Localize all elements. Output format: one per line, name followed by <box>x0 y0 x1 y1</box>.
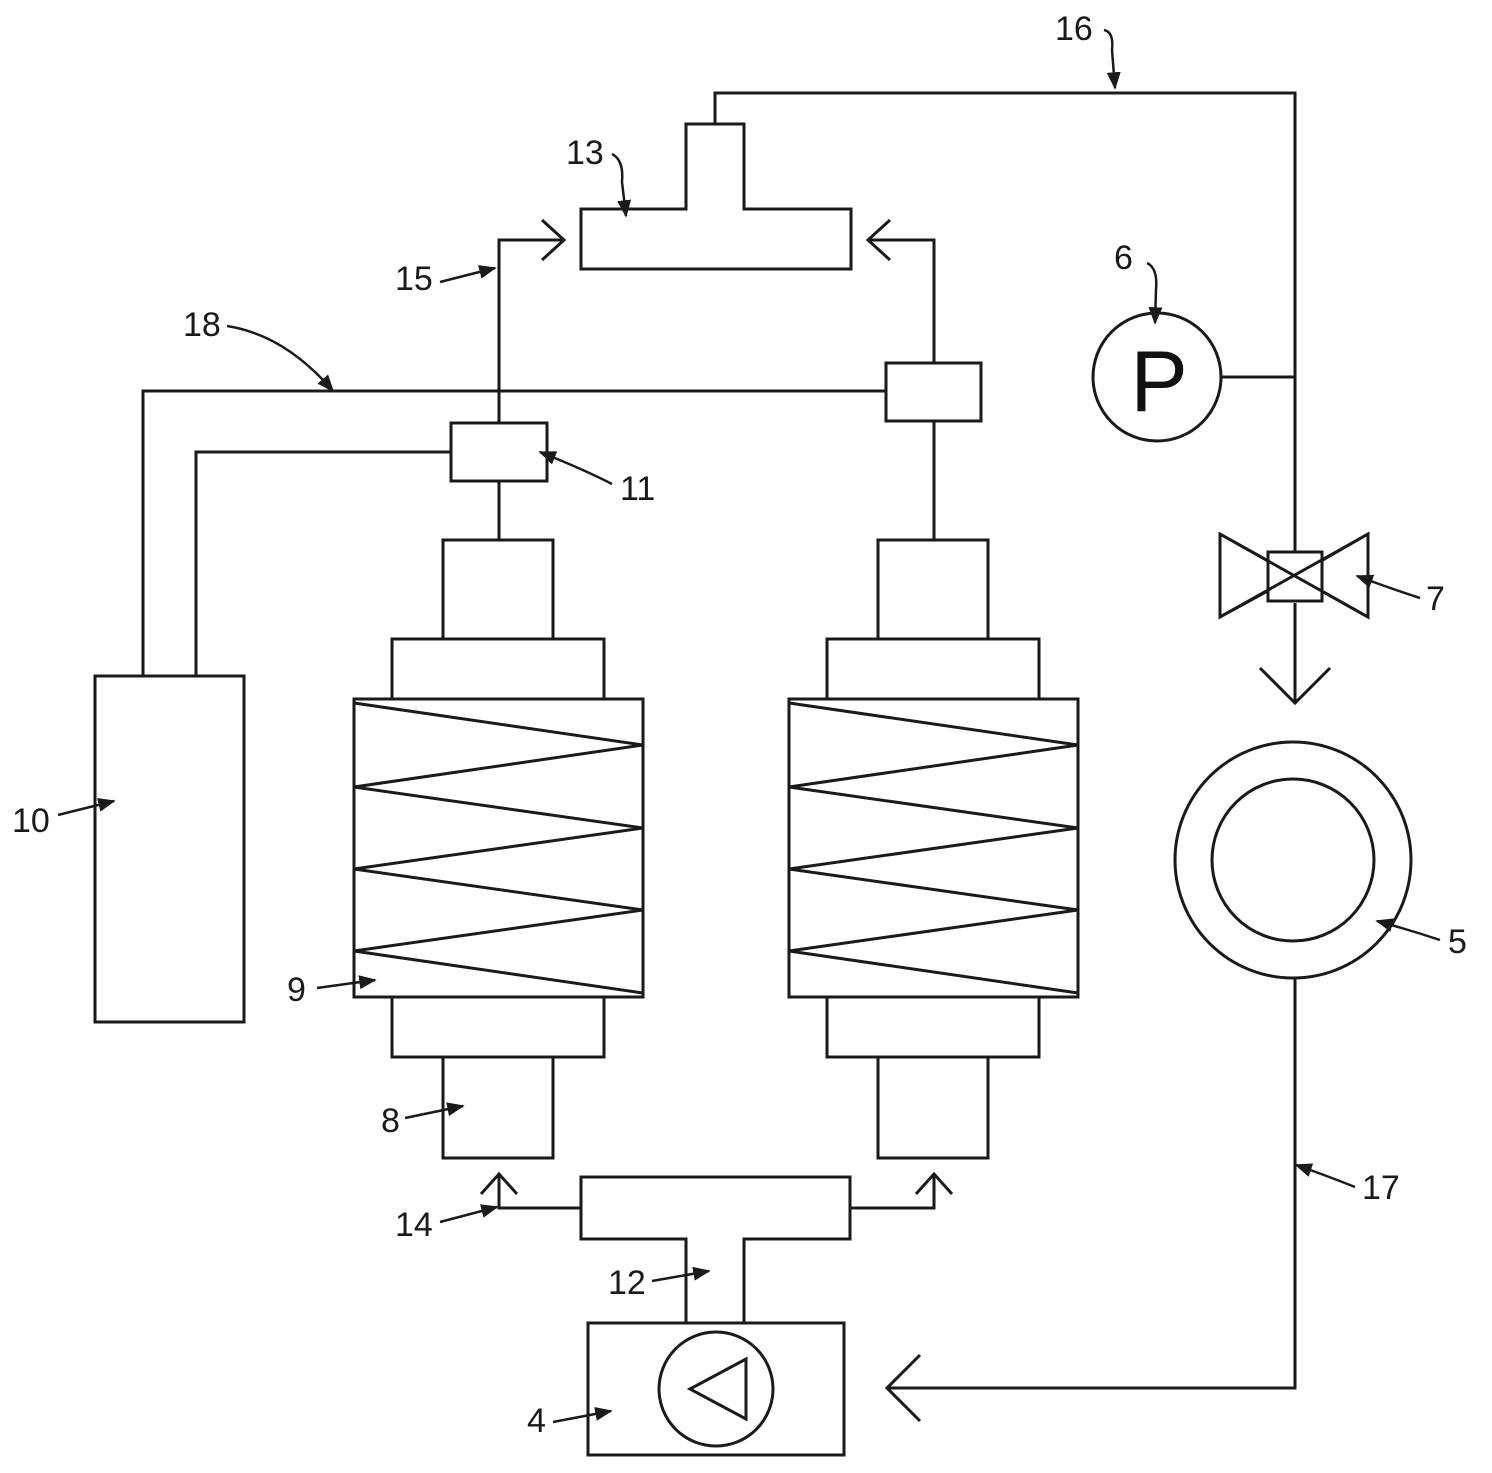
label-13: 13 <box>566 134 604 172</box>
arrow-right-head <box>540 218 567 262</box>
reactor-left-top-flange <box>390 637 606 701</box>
reactor-right-top-flange <box>825 637 1041 701</box>
pressure-gauge-6: P <box>1091 311 1223 443</box>
reactor-left-bottom-flange <box>390 995 606 1059</box>
pipe-to-valve <box>1258 377 1332 706</box>
sensor-right <box>884 361 983 423</box>
label-6: 6 <box>1114 239 1133 277</box>
leader-9 <box>316 975 377 990</box>
label-8: 8 <box>381 1102 400 1140</box>
label-9: 9 <box>287 971 306 1009</box>
leader-11 <box>538 450 613 486</box>
leader-16 <box>1103 28 1121 90</box>
reactor-left-coil <box>353 701 644 995</box>
valve-7 <box>1218 531 1370 620</box>
pump-circle <box>657 1330 775 1448</box>
leader-5 <box>1375 918 1441 942</box>
pump-triangle-icon <box>686 1356 748 1422</box>
leader-4 <box>552 1407 613 1424</box>
leader-12 <box>651 1266 711 1283</box>
label-18: 18 <box>183 306 221 344</box>
label-17: 17 <box>1362 1169 1400 1207</box>
leader-14 <box>439 1204 499 1224</box>
leader-lines <box>57 28 1441 1424</box>
leader-17 <box>1294 1163 1356 1189</box>
ring-5 <box>1173 740 1413 980</box>
label-12: 12 <box>608 1264 646 1302</box>
label-15: 15 <box>395 260 433 298</box>
label-16: 16 <box>1055 10 1093 48</box>
label-5: 5 <box>1448 923 1467 961</box>
sensor-11 <box>449 421 549 483</box>
reactor-left <box>352 538 645 1160</box>
leader-18 <box>226 324 335 393</box>
reactor-right <box>787 538 1080 1160</box>
reactor-left-bottom-cap-8 <box>441 1055 555 1160</box>
pipe-right-outlet <box>865 218 936 540</box>
label-7: 7 <box>1426 580 1445 618</box>
leader-13 <box>611 152 632 218</box>
arrow-down-head <box>1258 666 1332 706</box>
pump-4 <box>586 1321 846 1457</box>
arrow-up-head <box>479 1171 519 1196</box>
label-10: 10 <box>12 802 50 840</box>
leader-6 <box>1146 261 1163 325</box>
label-4: 4 <box>527 1402 546 1440</box>
arrow-left-head-2 <box>865 218 892 262</box>
pipe-14-left-inlet <box>479 1171 581 1210</box>
pipe-15-left-outlet <box>497 218 567 540</box>
arrow-up-head-2 <box>914 1171 954 1196</box>
reactor-right-bottom-cap <box>876 1055 990 1160</box>
leader-10 <box>57 798 116 817</box>
pipe-18 <box>141 389 886 676</box>
reference-numerals: 16 13 15 18 6 11 7 10 5 9 8 17 14 12 4 <box>12 10 1467 1440</box>
leader-8 <box>404 1102 465 1120</box>
reactor-right-bottom-flange <box>825 995 1041 1059</box>
reactor-left-top-cap <box>441 538 555 641</box>
leader-7 <box>1355 574 1421 600</box>
reactor-right-top-cap <box>876 538 990 641</box>
arrow-left-head <box>884 1353 922 1423</box>
leader-15 <box>439 265 497 284</box>
pipe-16-return-top <box>713 91 1297 377</box>
label-11: 11 <box>620 470 655 508</box>
reactor-right-coil <box>788 701 1079 995</box>
pipe-right-inlet <box>850 1171 954 1210</box>
signal-line-11 <box>194 450 451 676</box>
label-14: 14 <box>395 1206 433 1244</box>
collector-13 <box>579 122 853 271</box>
controller-10 <box>93 674 246 1024</box>
pipe-17-to-pump <box>884 978 1297 1423</box>
gauge-symbol: P <box>1130 334 1187 430</box>
